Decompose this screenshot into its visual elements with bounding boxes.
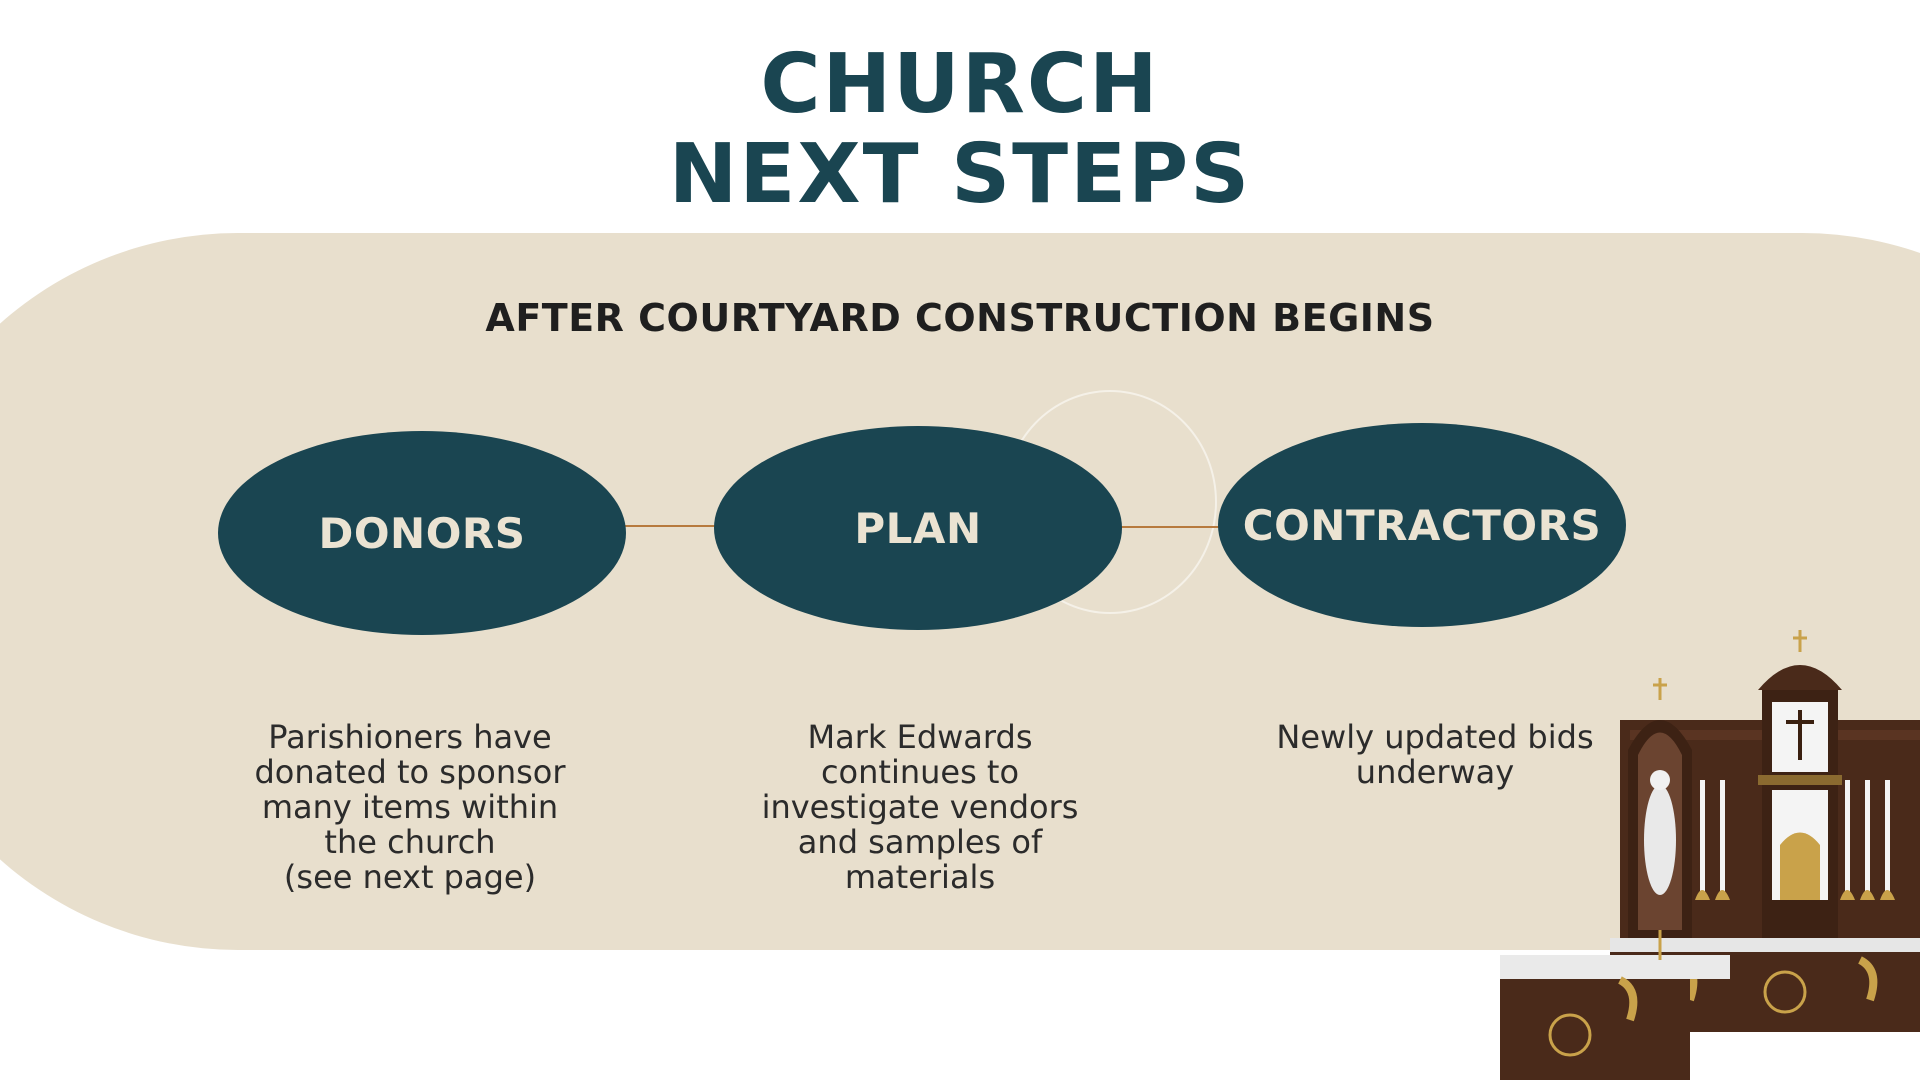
step-label: PLAN <box>854 503 982 553</box>
step-contractors: CONTRACTORS <box>1218 423 1626 627</box>
description-line: Parishioners have <box>268 718 552 756</box>
description-line: many items within <box>261 788 559 826</box>
description-line: materials <box>844 858 996 896</box>
altar-illustration <box>1500 630 1920 1080</box>
connector-donors-plan <box>624 525 716 527</box>
step-label: DONORS <box>318 508 526 558</box>
description-line: Newly updated bids <box>1276 718 1594 756</box>
description-line: underway <box>1355 753 1515 791</box>
description-line: and samples of <box>797 823 1043 861</box>
step-description-contractors: Newly updated bids underway <box>1235 720 1635 790</box>
step-description-plan: Mark Edwards continues to investigate ve… <box>720 720 1120 895</box>
title-line-2: NEXT STEPS <box>668 127 1252 222</box>
step-plan: PLAN <box>714 426 1122 630</box>
step-label: CONTRACTORS <box>1242 500 1602 550</box>
description-line: (see next page) <box>283 858 537 896</box>
description-line: continues to <box>820 753 1020 791</box>
description-line: Mark Edwards <box>807 718 1033 756</box>
step-description-donors: Parishioners have donated to sponsor man… <box>210 720 610 895</box>
page-title: CHURCH NEXT STEPS <box>0 40 1920 220</box>
description-line: donated to sponsor <box>254 753 566 791</box>
step-donors: DONORS <box>218 431 626 635</box>
section-subtitle: AFTER COURTYARD CONSTRUCTION BEGINS <box>485 296 1435 340</box>
connector-plan-contractors <box>1120 526 1220 528</box>
description-line: investigate vendors <box>761 788 1079 826</box>
description-line: the church <box>324 823 496 861</box>
title-line-1: CHURCH <box>760 37 1160 132</box>
